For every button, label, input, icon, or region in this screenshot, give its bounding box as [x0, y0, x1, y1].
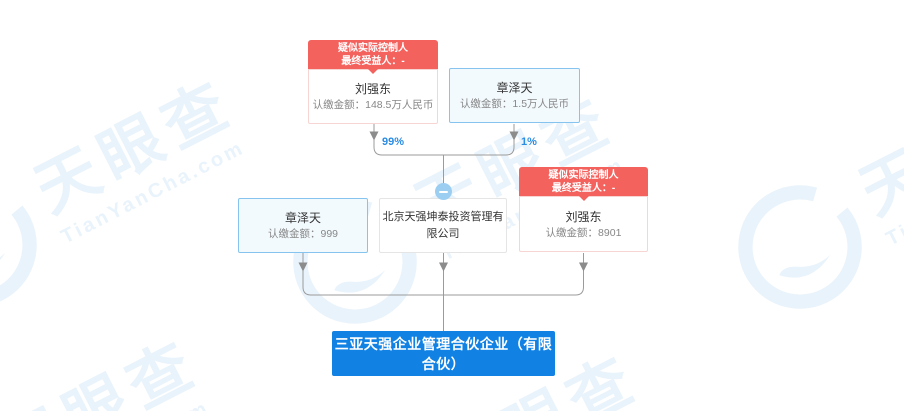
arrowhead	[509, 131, 519, 141]
badge-line1: 疑似实际控制人	[338, 43, 408, 54]
shareholder-name[interactable]: 章泽天	[496, 81, 533, 95]
arrowhead	[298, 262, 308, 272]
target-company-name[interactable]: 三亚天强企业管理合伙企业（有限合伙）	[334, 335, 553, 372]
subscribed-amount: 认缴金额：8901	[545, 226, 622, 239]
node-mid-zhangzetian[interactable]: 章泽天 认缴金额：999	[238, 198, 368, 253]
node-top-liuqiangdong[interactable]: 疑似实际控制人 最终受益人：- 刘强东 认缴金额：148.5万人民币	[308, 40, 438, 124]
shareholder-name[interactable]: 刘强东	[354, 82, 391, 96]
badge-notch	[368, 69, 378, 74]
arrowhead	[579, 262, 588, 272]
collapse-button[interactable]	[435, 183, 452, 200]
subscribed-amount: 认缴金额：1.5万人民币	[459, 98, 570, 110]
company-name[interactable]: 北京天强坤泰投资管理有限公司	[382, 210, 504, 240]
node-target-company[interactable]: 三亚天强企业管理合伙企业（有限合伙）	[332, 331, 555, 376]
partner-name[interactable]: 刘强东	[565, 209, 602, 224]
arrowhead	[369, 131, 379, 141]
subscribed-amount: 认缴金额：999	[267, 228, 339, 240]
minus-icon	[439, 190, 448, 193]
badge-line1: 疑似实际控制人	[548, 170, 619, 181]
badge-notch	[578, 196, 589, 201]
subscribed-amount: 认缴金额：148.5万人民币	[312, 99, 434, 111]
arrowhead	[439, 262, 448, 272]
percent-label-left: 99%	[382, 136, 405, 148]
actual-controller-badge: 疑似实际控制人 最终受益人：-	[308, 40, 438, 74]
badge-line2: 最终受益人：-	[551, 183, 616, 194]
node-top-zhangzetian[interactable]: 章泽天 认缴金额：1.5万人民币	[449, 68, 580, 123]
node-company[interactable]: 北京天强坤泰投资管理有限公司	[379, 198, 507, 253]
actual-controller-badge: 疑似实际控制人 最终受益人：-	[519, 167, 648, 201]
node-mid-liuqiangdong[interactable]: 疑似实际控制人 最终受益人：- 刘强东 认缴金额：8901	[519, 167, 648, 252]
percent-label-right: 1%	[521, 136, 537, 148]
badge-line2: 最终受益人：-	[341, 56, 405, 67]
partner-name[interactable]: 章泽天	[284, 211, 321, 225]
